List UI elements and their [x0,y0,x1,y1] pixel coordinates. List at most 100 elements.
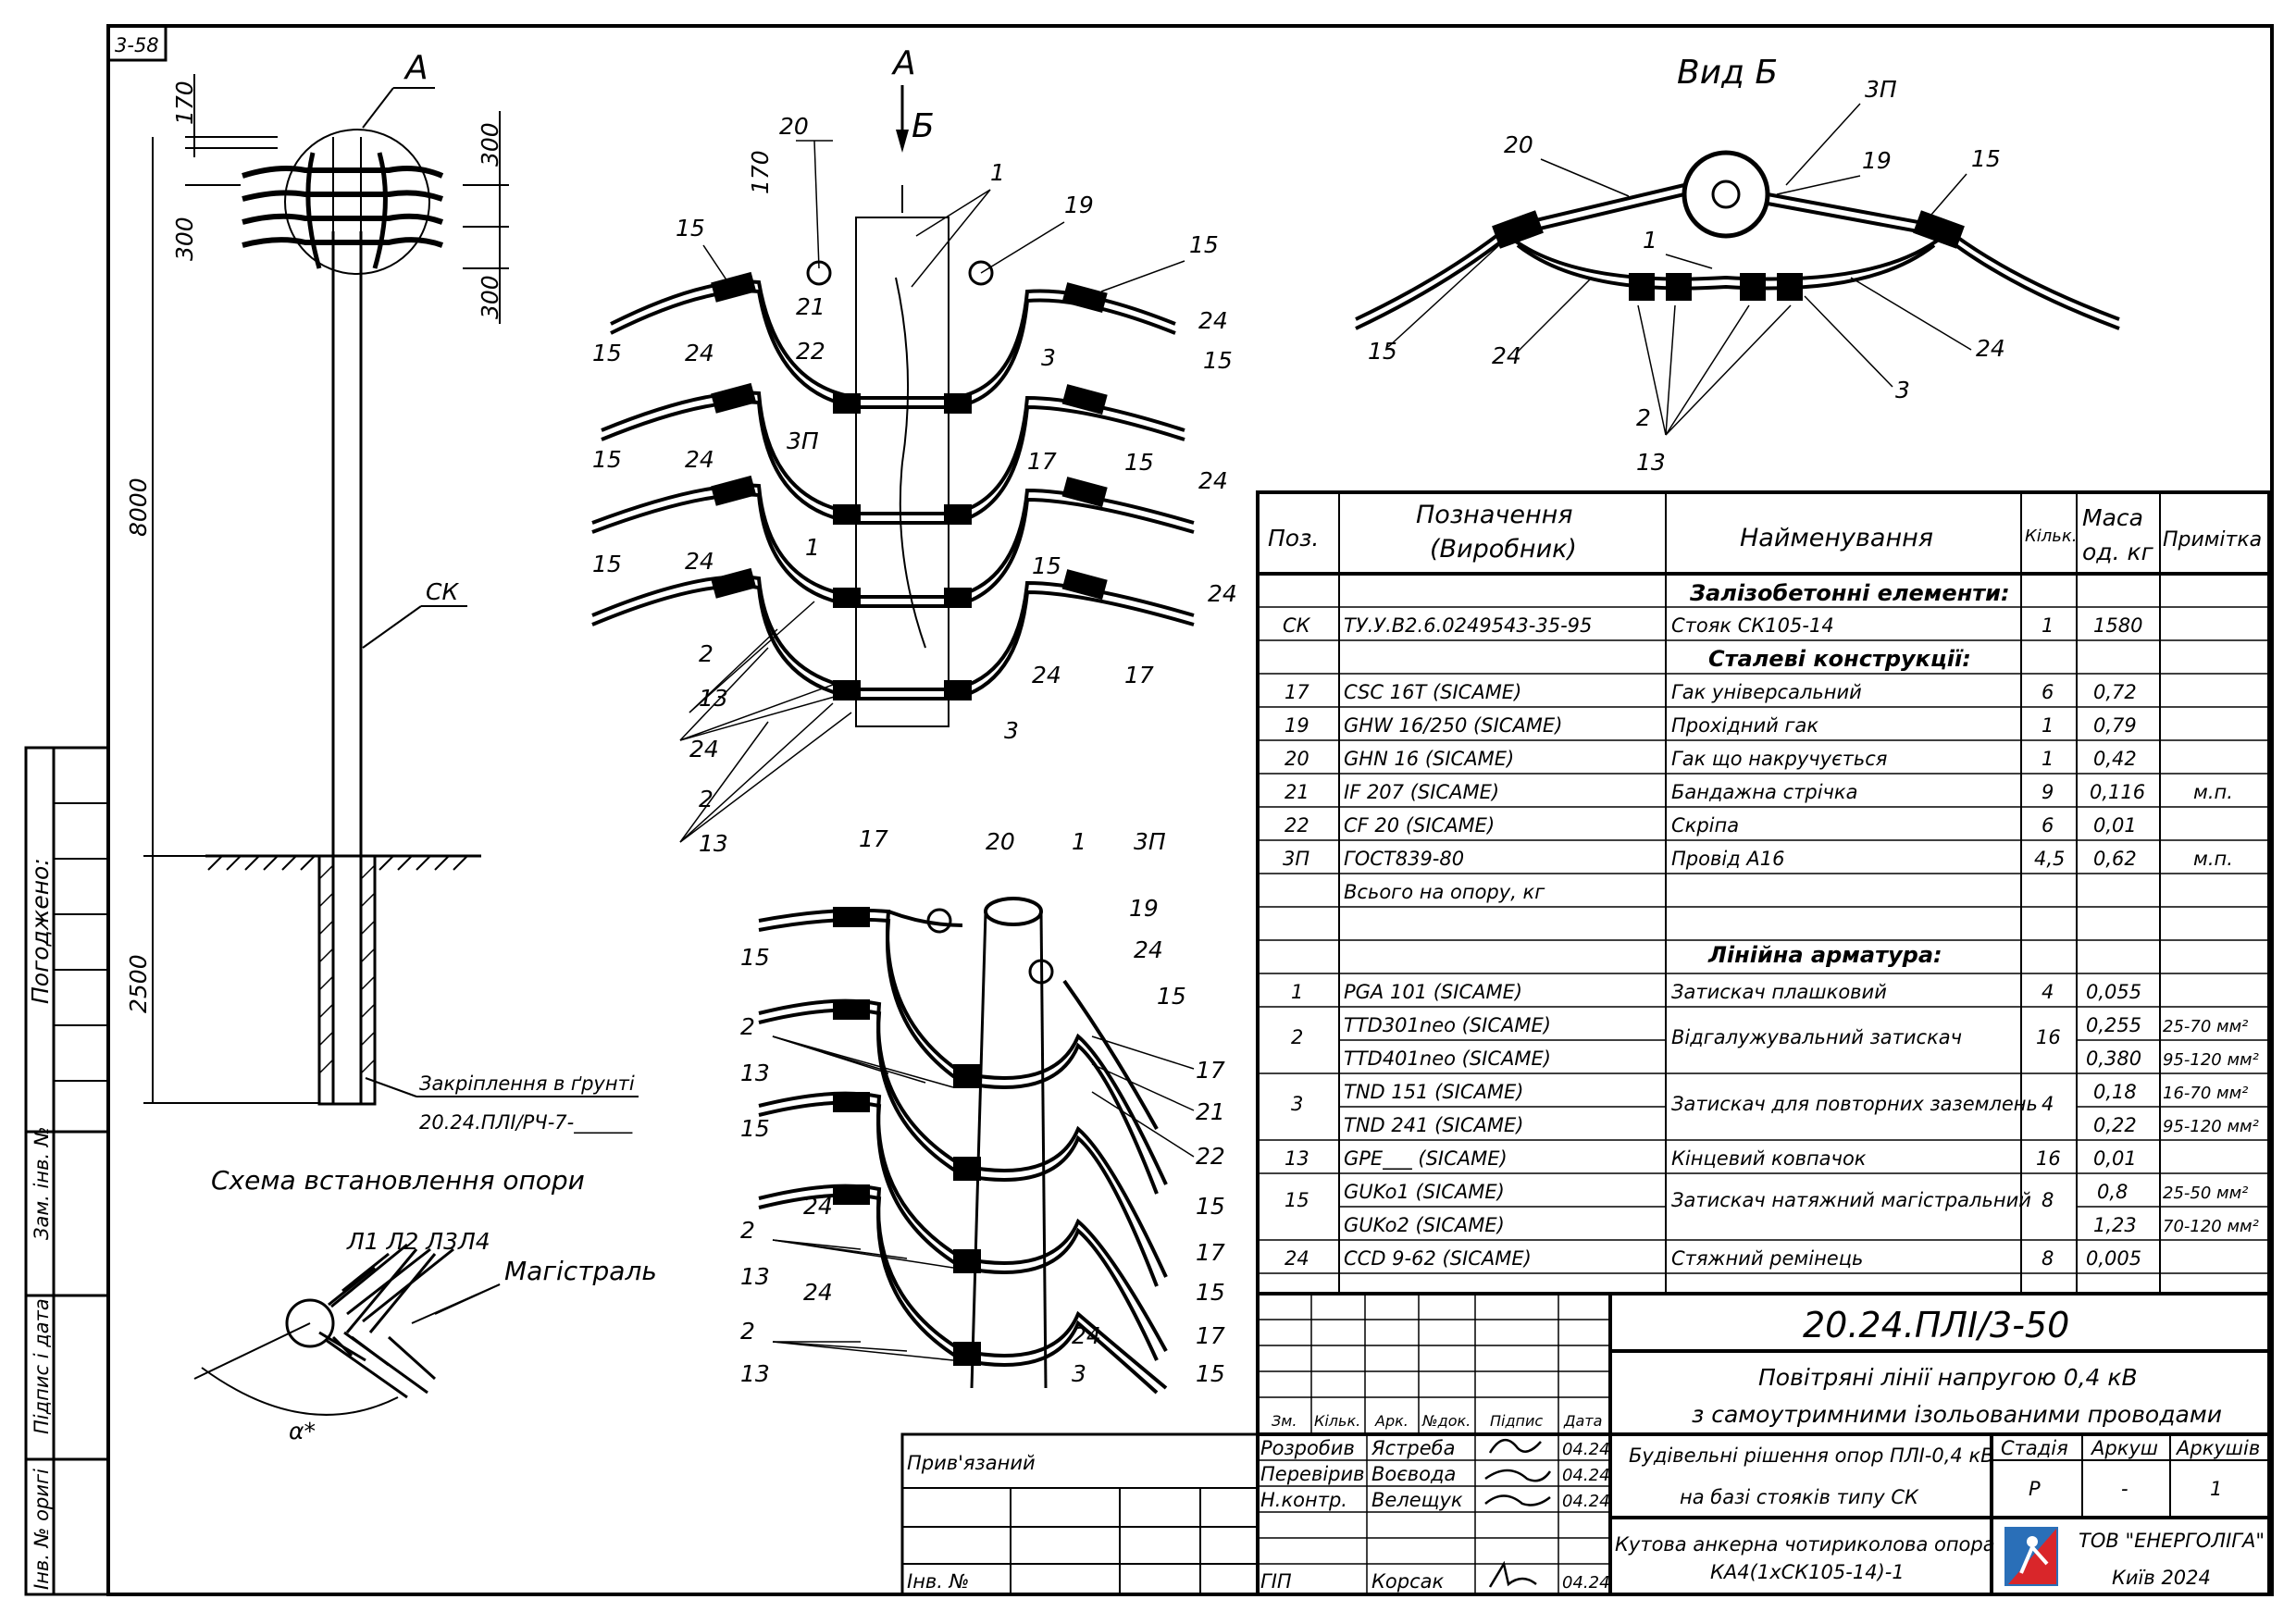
svg-text:Воєвода: Воєвода [1371,1463,1456,1485]
svg-text:17: 17 [1124,662,1154,688]
detail-circle-a [284,129,430,275]
svg-text:PGA 101 (SICAME): PGA 101 (SICAME) [1344,981,1522,1003]
svg-text:16: 16 [2036,1147,2061,1170]
sub-line-2: на базі стояків типу СК [1680,1486,1919,1508]
svg-text:13: 13 [740,1060,770,1086]
svg-text:м.п.: м.п. [2193,781,2233,803]
svg-text:4: 4 [2042,981,2054,1003]
svg-text:Затискач плашковий: Затискач плашковий [1671,981,1887,1003]
svg-text:04.24: 04.24 [1562,1440,1610,1459]
svg-text:0,18: 0,18 [2093,1081,2137,1103]
svg-text:20: 20 [986,828,1015,855]
svg-text:Гак універсальний: Гак універсальний [1671,681,1862,703]
pole-scheme: А 170 300 300 300 8000 [125,49,639,1196]
svg-text:0,8: 0,8 [2097,1181,2128,1203]
section-fittings: Лінійна арматура: [1707,942,1942,968]
dim-2500: 2500 [125,954,152,1013]
svg-text:4: 4 [2042,1093,2054,1115]
svg-text:19: 19 [1129,895,1159,922]
svg-text:20: 20 [1504,131,1533,158]
svg-text:15: 15 [1189,231,1219,258]
role-norm-control: Н.контр. [1260,1489,1347,1511]
svg-text:Дата: Дата [1563,1412,1602,1430]
svg-text:24: 24 [803,1193,833,1220]
svg-text:1: 1 [2042,748,2054,770]
svg-text:Відгалужувальний затискач: Відгалужувальний затискач [1671,1026,1962,1048]
svg-text:CCD 9-62 (SICAME): CCD 9-62 (SICAME) [1344,1247,1532,1270]
svg-text:24: 24 [1032,662,1061,688]
svg-text:24: 24 [1492,342,1521,369]
svg-text:TTD301neo (SICAME): TTD301neo (SICAME) [1344,1014,1551,1036]
svg-text:1: 1 [1072,828,1086,855]
svg-text:15: 15 [592,340,622,366]
svg-text:Підпис: Підпис [1490,1412,1543,1430]
scheme-caption: Схема встановлення опори [211,1165,585,1196]
svg-text:1580: 1580 [2093,614,2142,637]
role-checker: Перевірив [1260,1463,1365,1485]
svg-text:GHN 16 (SICAME): GHN 16 (SICAME) [1344,748,1514,770]
angle-label: α* [289,1418,316,1444]
svg-text:Гак що накручується: Гак що накручується [1671,748,1887,770]
svg-text:СК: СК [1283,614,1311,637]
svg-text:1: 1 [2042,714,2054,737]
svg-text:Кільк.: Кільк. [1314,1412,1360,1430]
svg-text:Ястреба: Ястреба [1371,1437,1455,1459]
drawing-code: 20.24.ПЛІ/3-50 [1803,1305,2069,1345]
svg-text:0,380: 0,380 [2086,1048,2141,1070]
svg-text:1: 1 [1291,981,1303,1003]
svg-text:1: 1 [805,534,820,561]
svg-text:24: 24 [685,340,714,366]
svg-text:15: 15 [1196,1279,1225,1306]
svg-text:6: 6 [2042,681,2054,703]
svg-text:24: 24 [1198,467,1228,494]
replace-inv-label: Зам. інв. № [31,1126,53,1240]
svg-text:TND 241 (SICAME): TND 241 (SICAME) [1344,1114,1523,1136]
svg-text:Затискач натяжний магістральни: Затискач натяжний магістральний [1671,1189,2031,1211]
svg-text:25-70 мм²: 25-70 мм² [2163,1017,2248,1036]
svg-text:15: 15 [592,446,622,473]
svg-text:24: 24 [1976,335,2005,362]
svg-text:ГОСТ839-80: ГОСТ839-80 [1344,848,1464,870]
view-a: А Б 170 [591,44,1237,857]
svg-text:0,116: 0,116 [2090,781,2145,803]
svg-text:Позначення: Позначення [1416,501,1573,529]
svg-text:17: 17 [1196,1239,1225,1266]
bound-label: Прив'язаний [907,1452,1036,1474]
svg-text:3: 3 [1291,1093,1303,1115]
svg-text:15: 15 [740,944,770,971]
svg-text:8: 8 [2042,1247,2054,1270]
svg-text:95-120 мм²: 95-120 мм² [2163,1117,2259,1136]
svg-text:70-120 мм²: 70-120 мм² [2163,1217,2259,1236]
svg-text:15: 15 [1971,145,2001,172]
svg-text:22: 22 [796,338,825,365]
svg-text:1,23: 1,23 [2093,1214,2137,1236]
svg-text:15: 15 [1124,449,1154,476]
svg-text:GUKo1 (SICAME): GUKo1 (SICAME) [1344,1181,1505,1203]
svg-text:15: 15 [1196,1360,1225,1387]
svg-text:2: 2 [699,640,714,667]
svg-text:0,42: 0,42 [2093,748,2137,770]
view-b: Вид Б 3П 20 19 15 1 15 24 24 3 2 [1355,54,2120,476]
svg-text:1: 1 [1643,227,1657,254]
section-a-mark: А [403,49,428,87]
svg-text:24: 24 [1208,580,1237,607]
svg-text:9: 9 [2042,781,2054,803]
svg-text:15: 15 [740,1115,770,1142]
svg-text:3: 3 [1004,717,1019,744]
svg-text:95-120 мм²: 95-120 мм² [2163,1050,2259,1070]
svg-text:2: 2 [740,1318,755,1345]
svg-text:м.п.: м.п. [2193,848,2233,870]
svg-text:15: 15 [1157,983,1186,1010]
svg-text:24: 24 [685,446,714,473]
svg-text:2: 2 [699,786,714,812]
signatures [1484,1439,1552,1588]
view-b-arrow-label: Б [912,107,935,145]
svg-text:Скріпа: Скріпа [1671,814,1739,837]
role-developer: Розробив [1260,1437,1355,1459]
svg-text:300: 300 [477,275,503,319]
svg-text:170: 170 [171,81,198,125]
svg-text:21: 21 [796,293,825,320]
stage-value: Р [2029,1478,2041,1500]
svg-text:24: 24 [689,736,719,762]
sign-date-label: Підпис і дата [31,1298,53,1434]
